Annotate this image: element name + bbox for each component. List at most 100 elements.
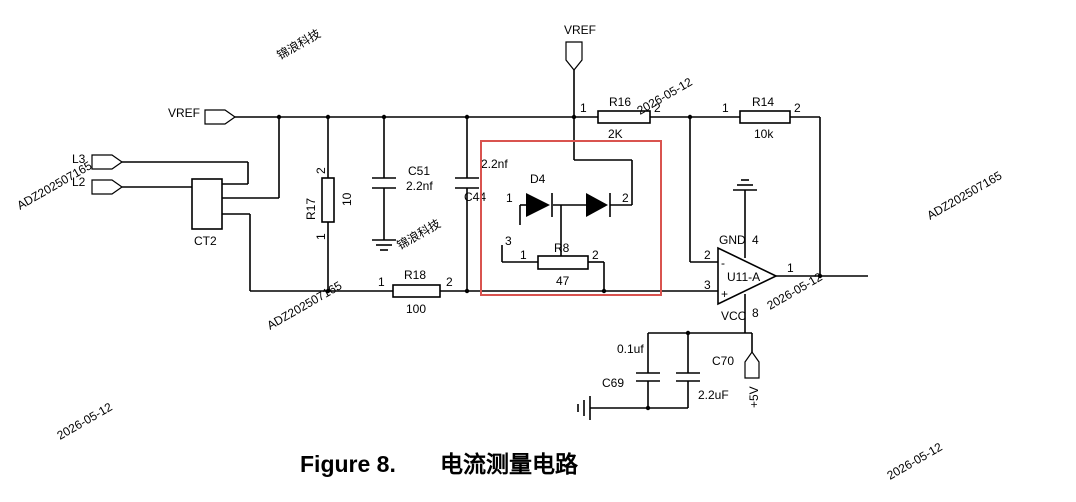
r18-pin2: 2 [446, 275, 453, 289]
u11-triangle [717, 246, 778, 306]
ct2-body [191, 178, 223, 230]
junctions [276, 114, 823, 411]
d4-diode-left [526, 193, 550, 217]
c69-value: 0.1uf [617, 342, 644, 356]
r16-pin2: 2 [654, 101, 661, 115]
resistor-r18: R18 100 1 2 [378, 268, 453, 316]
u11-plus-sign: + [721, 287, 728, 301]
r16-pin1: 1 [580, 101, 587, 115]
capacitor-c51: C51 2.2nf [372, 164, 433, 251]
d4-pin2: 2 [622, 191, 629, 205]
r8-pin1: 1 [520, 248, 527, 262]
r8-body [537, 255, 589, 270]
junction-dot [645, 405, 651, 411]
junction-dot [817, 273, 823, 279]
c51-ref: C51 [408, 164, 430, 178]
r18-ref: R18 [404, 268, 426, 282]
d4-pin1: 1 [506, 191, 513, 205]
l2-label: L2 [72, 175, 86, 189]
watermark-text: 锦浪科技 [274, 26, 323, 63]
capacitor-c70: C70 2.2uF [676, 354, 734, 402]
c44-value: 2.2nf [481, 157, 508, 171]
r8-value: 47 [556, 274, 570, 288]
vref-top-label: VREF [564, 23, 596, 37]
junction-dot [601, 288, 607, 294]
figure-number: Figure 8. [300, 451, 396, 477]
u11-pin-plus: 3 [704, 278, 711, 292]
r18-value: 100 [406, 302, 426, 316]
r14-pin1: 1 [722, 101, 729, 115]
c69-ref: C69 [602, 376, 624, 390]
vref-top-port: VREF [564, 23, 596, 71]
r8-ref: R8 [554, 241, 570, 255]
junction-dot [464, 288, 470, 294]
plus5v-arrow [744, 350, 760, 379]
l2-arrow [91, 179, 124, 195]
r8-pin2: 2 [592, 248, 599, 262]
watermark: ADZ202507165 ADZ202507165 ADZ202507165 2… [15, 26, 1005, 483]
vref-top-arrow [565, 41, 583, 71]
l3-arrow [91, 154, 124, 170]
resistor-r17: R17 10 2 1 [304, 167, 354, 240]
opamp-u11a: U11-A - + 2 3 1 GND 4 VCC 8 [704, 179, 794, 323]
r17-pin2: 2 [314, 167, 328, 174]
u11-gnd-pin: 4 [752, 233, 759, 247]
r16-ref: R16 [609, 95, 631, 109]
d4-diode-right [586, 193, 608, 217]
r14-value: 10k [754, 127, 774, 141]
r18-body [392, 284, 441, 298]
transformer-ct2: CT2 [191, 178, 223, 248]
junction-dot [325, 114, 331, 120]
ground-symbol [372, 239, 396, 251]
u11-pin-minus: 2 [704, 248, 711, 262]
c70-value: 2.2uF [698, 388, 729, 402]
plus5v-label: +5V [747, 386, 761, 408]
junction-dot [464, 114, 470, 120]
u11-ref: U11-A [727, 270, 760, 284]
c51-value: 2.2nf [406, 179, 433, 193]
u11-minus-sign: - [721, 256, 725, 270]
wires [122, 70, 868, 409]
r16-body [597, 110, 651, 124]
watermark-text: 锦浪科技 [394, 216, 443, 253]
d4-ref: D4 [530, 172, 546, 186]
ct2-ref: CT2 [194, 234, 217, 248]
r17-ref: R17 [304, 198, 318, 220]
junction-dot [685, 330, 691, 336]
watermark-text: 2026-05-12 [885, 440, 945, 483]
vref-left-label: VREF [168, 106, 200, 120]
ground-symbol [733, 179, 757, 191]
r17-pin1: 1 [314, 233, 328, 240]
u11-gnd-label: GND [719, 233, 746, 247]
vref-left-arrow [204, 109, 237, 125]
u11-pin-out: 1 [787, 261, 794, 275]
r17-body [321, 177, 335, 223]
r16-value: 2K [608, 127, 623, 141]
r14-body [739, 110, 791, 124]
junction-dot [381, 114, 387, 120]
l3-port: L3 [72, 152, 124, 170]
r14-pin2: 2 [794, 101, 801, 115]
ground-symbol [577, 396, 591, 420]
r14-ref: R14 [752, 95, 774, 109]
highlight-box [480, 140, 662, 296]
l2-port: L2 [72, 175, 124, 195]
c70-ref: C70 [712, 354, 734, 368]
r18-pin1: 1 [378, 275, 385, 289]
watermark-text: 2026-05-12 [55, 400, 115, 443]
diode-d4: D4 1 2 [506, 172, 629, 217]
watermark-text: ADZ202507165 [925, 168, 1005, 222]
vref-left-port: VREF [168, 106, 237, 125]
figure-caption: Figure 8. 电流测量电路 [300, 445, 578, 479]
junction-dot [276, 114, 282, 120]
l3-label: L3 [72, 152, 86, 166]
figure-title: 电流测量电路 [440, 451, 578, 477]
c44-ref: C44 [464, 190, 486, 204]
plus5v-port: +5V [744, 350, 761, 408]
u11-vcc-label: VCC [721, 309, 747, 323]
u11-vcc-pin: 8 [752, 306, 759, 320]
resistor-r14: R14 10k 1 2 [722, 95, 801, 141]
capacitor-c69: 0.1uf C69 [602, 342, 660, 390]
junction-dot [571, 114, 577, 120]
